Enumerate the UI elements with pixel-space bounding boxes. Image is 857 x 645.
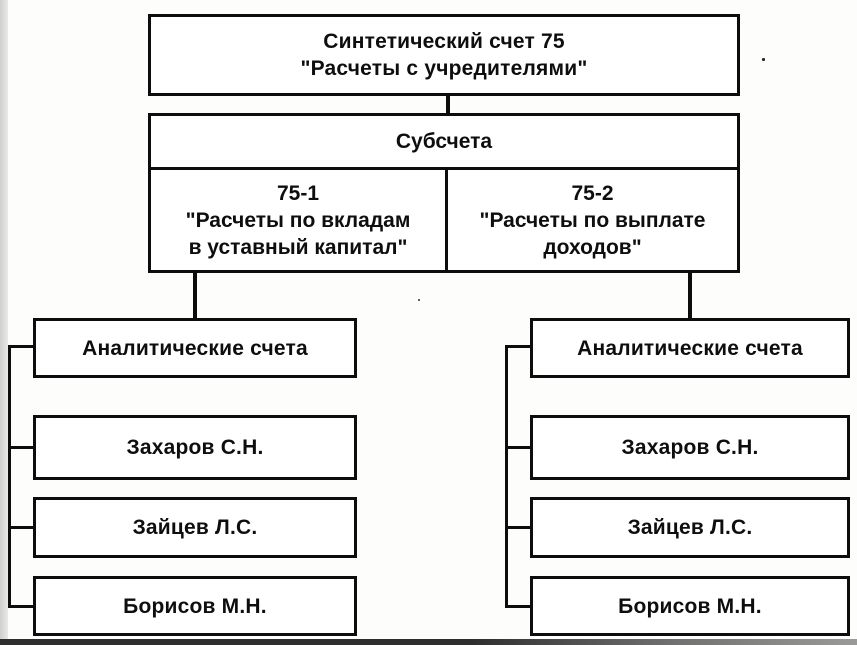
right-account-zaycev-label: Зайцев Л.С. <box>627 516 753 539</box>
right-bracket-vertical-line <box>505 345 508 608</box>
scan-left-edge-artifact <box>0 0 8 645</box>
left-account-zaycev-label: Зайцев Л.С. <box>132 516 258 539</box>
right-account-zaharov-label: Захаров С.Н. <box>621 436 759 459</box>
subaccounts-cells: 75-1 "Расчеты по вкладам в уставный капи… <box>151 170 737 270</box>
connector-75-1-to-analytic <box>193 273 197 318</box>
left-bracket-stub-analytic <box>8 345 36 348</box>
left-account-zaharov-box: Захаров С.Н. <box>33 415 357 480</box>
right-bracket-stub-zaharov <box>505 446 533 449</box>
left-account-zaycev-box: Зайцев Л.С. <box>33 497 357 558</box>
left-analytic-accounts-box: Аналитические счета <box>33 318 357 378</box>
subaccount-75-2-line3: доходов" <box>543 235 642 259</box>
subaccount-75-1-line2: "Расчеты по вкладам <box>185 208 411 232</box>
subaccount-75-1-cell: 75-1 "Расчеты по вкладам в уставный капи… <box>151 170 448 270</box>
right-bracket-stub-zaycev <box>505 526 533 529</box>
left-bracket-vertical-line <box>8 345 11 608</box>
right-account-borisov-box: Борисов М.Н. <box>530 576 850 636</box>
left-bracket-stub-zaharov <box>8 446 36 449</box>
connector-top-to-subaccounts <box>446 96 450 113</box>
subaccounts-header: Субсчета <box>151 116 737 170</box>
subaccounts-table: Субсчета 75-1 "Расчеты по вкладам в уста… <box>148 113 740 273</box>
right-analytic-accounts-label: Аналитические счета <box>577 336 803 360</box>
left-account-zaharov-label: Захаров С.Н. <box>126 436 264 459</box>
subaccount-75-2-code: 75-2 <box>571 181 614 205</box>
subaccount-75-1-code: 75-1 <box>276 181 320 205</box>
subaccount-75-2-line2: "Расчеты по выплате <box>479 208 706 232</box>
left-bracket-stub-zaycev <box>8 526 36 529</box>
right-bracket-stub-borisov <box>505 605 533 608</box>
left-account-borisov-label: Борисов М.Н. <box>123 594 267 618</box>
left-account-borisov-box: Борисов М.Н. <box>33 576 357 636</box>
synthetic-account-box: Синтетический счет 75 "Расчеты с учредит… <box>148 14 740 96</box>
right-account-zaharov-box: Захаров С.Н. <box>530 415 850 480</box>
synthetic-account-line2: "Расчеты с учредителями" <box>300 57 588 80</box>
scan-speck <box>418 299 420 301</box>
left-analytic-accounts-label: Аналитические счета <box>82 336 308 360</box>
scan-speck <box>762 58 765 61</box>
right-account-borisov-label: Борисов М.Н. <box>618 594 762 618</box>
scan-bottom-edge-artifact <box>0 639 857 645</box>
subaccount-75-2-cell: 75-2 "Расчеты по выплате доходов" <box>448 170 737 270</box>
left-bracket-stub-borisov <box>8 605 36 608</box>
right-bracket-stub-analytic <box>505 345 533 348</box>
right-analytic-accounts-box: Аналитические счета <box>530 318 850 378</box>
connector-75-2-to-analytic <box>688 273 692 318</box>
subaccount-75-1-line3: в уставный капитал" <box>188 235 408 259</box>
right-account-zaycev-box: Зайцев Л.С. <box>530 497 850 558</box>
synthetic-account-line1: Синтетический счет 75 <box>323 30 565 53</box>
